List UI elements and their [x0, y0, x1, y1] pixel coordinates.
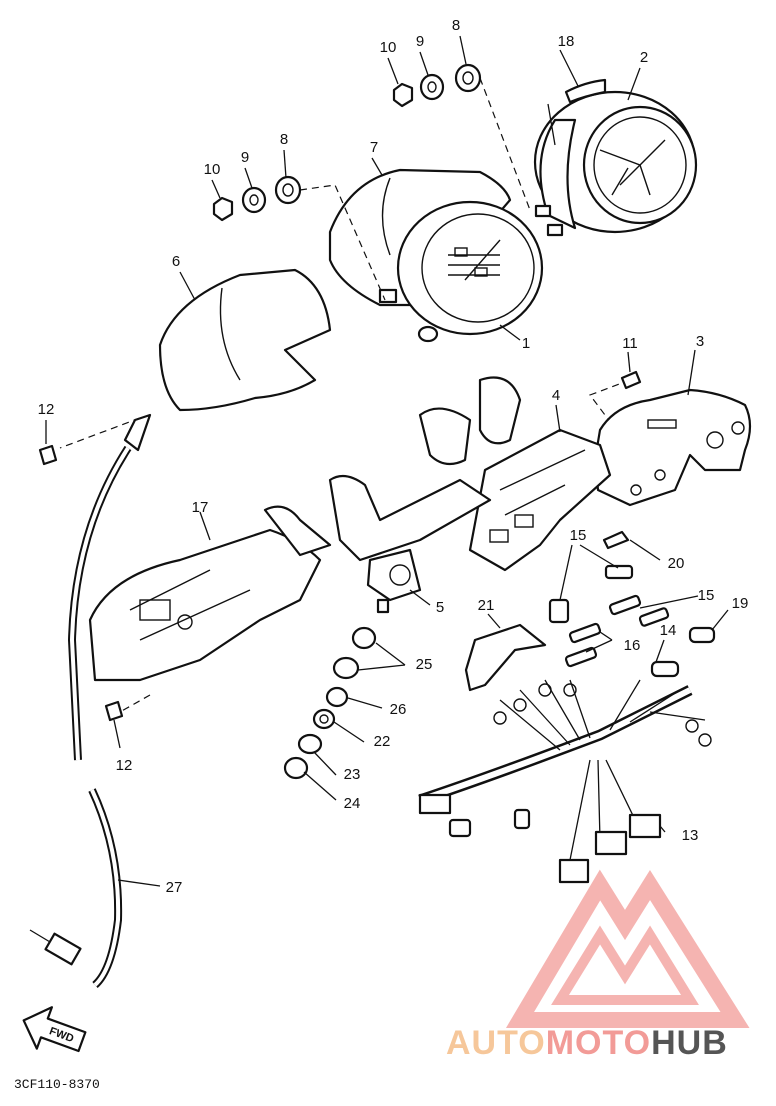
callout-12a: 12: [38, 401, 55, 418]
watermark-auto: AUTO: [446, 1024, 546, 1062]
callout-11: 11: [622, 335, 638, 352]
callout-10a: 10: [380, 39, 397, 56]
wire-harness-part-13: [418, 679, 712, 884]
callout-25: 25: [416, 656, 433, 673]
callout-2: 2: [640, 49, 648, 66]
diagram-code: 3CF110-8370: [14, 1077, 100, 1092]
watermark-logo: [505, 869, 750, 1028]
callout-9b: 9: [241, 149, 249, 166]
callout-22: 22: [374, 733, 391, 750]
bolts: [38, 370, 642, 722]
callout-18: 18: [558, 33, 575, 50]
callout-27: 27: [166, 879, 183, 896]
callout-23: 23: [344, 766, 361, 783]
callout-3: 3: [696, 333, 704, 350]
callout-24: 24: [344, 795, 361, 812]
callout-8a: 8: [452, 17, 460, 34]
pad-part-21: [464, 623, 547, 692]
watermark-moto: MOTO: [546, 1024, 651, 1062]
callout-17: 17: [192, 499, 209, 516]
indicator-housing-part-4: [468, 428, 612, 572]
callout-20: 20: [668, 555, 685, 572]
callout-19: 19: [732, 595, 749, 612]
callout-labels: 1 2 3 4 5 6 7 8 8 9 9 10 10 11 12 12 13 …: [38, 17, 749, 896]
callout-16: 16: [624, 637, 641, 654]
callout-7: 7: [370, 139, 378, 156]
forward-direction-arrow: FWD: [22, 1006, 87, 1053]
callout-9a: 9: [416, 33, 424, 50]
speedometer-cable-part-27: [29, 413, 152, 988]
callout-12b: 12: [116, 757, 133, 774]
callout-13: 13: [682, 827, 699, 844]
callout-6: 6: [172, 253, 180, 270]
nut-washer-set-lower: [212, 175, 302, 222]
grommets: [283, 626, 377, 780]
callout-21: 21: [478, 597, 495, 614]
meter-part-1: [378, 200, 544, 343]
callout-4: 4: [552, 387, 560, 404]
callout-10b: 10: [204, 161, 221, 178]
leader-lines: [45, 35, 729, 887]
callout-26: 26: [390, 701, 407, 718]
handlebar-clamp-plate: [328, 376, 522, 614]
watermark-hub: HUB: [651, 1024, 728, 1062]
bracket-part-3: [593, 388, 752, 507]
bulb-sockets: [548, 564, 716, 678]
callout-1: 1: [522, 335, 530, 352]
pad-part-18: [564, 78, 607, 104]
housing-part-17: [88, 505, 332, 682]
callout-5: 5: [436, 599, 444, 616]
callout-8b: 8: [280, 131, 288, 148]
gauge-part-2: [533, 90, 698, 237]
callout-15b: 15: [698, 587, 715, 604]
callout-15a: 15: [570, 527, 587, 544]
callout-14: 14: [660, 622, 677, 639]
nut-washer-set-upper: [392, 63, 482, 108]
cover-part-6: [158, 268, 332, 412]
watermark-text: AUTOMOTOHUB: [446, 1024, 728, 1062]
